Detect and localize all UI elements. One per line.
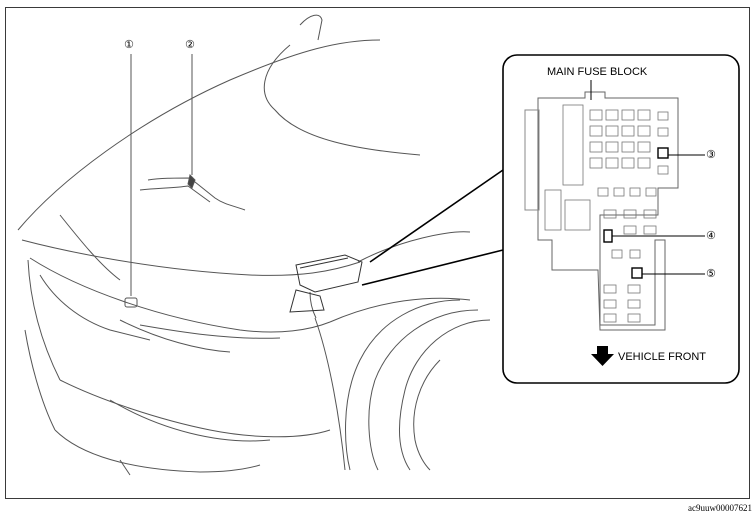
inset-title: MAIN FUSE BLOCK <box>547 66 648 78</box>
direction-label: VEHICLE FRONT <box>618 351 707 363</box>
callout-2: ② <box>185 38 195 51</box>
callout-5: ⑤ <box>706 267 716 280</box>
figure-code: ac9uuw00007621 <box>688 503 752 513</box>
car-outline <box>17 14 491 476</box>
callout-1: ① <box>124 38 134 51</box>
fuse-box-on-car <box>289 254 363 313</box>
fuse-grid <box>544 104 669 323</box>
callout-4: ④ <box>706 229 716 242</box>
washer-nozzle-marker <box>187 174 196 189</box>
hood-latch-marker <box>124 297 138 308</box>
vehicle-front-arrow-icon <box>591 346 614 366</box>
figure-frame <box>5 7 750 499</box>
callout-3: ③ <box>706 148 716 161</box>
fuse-block-inset <box>502 54 740 384</box>
